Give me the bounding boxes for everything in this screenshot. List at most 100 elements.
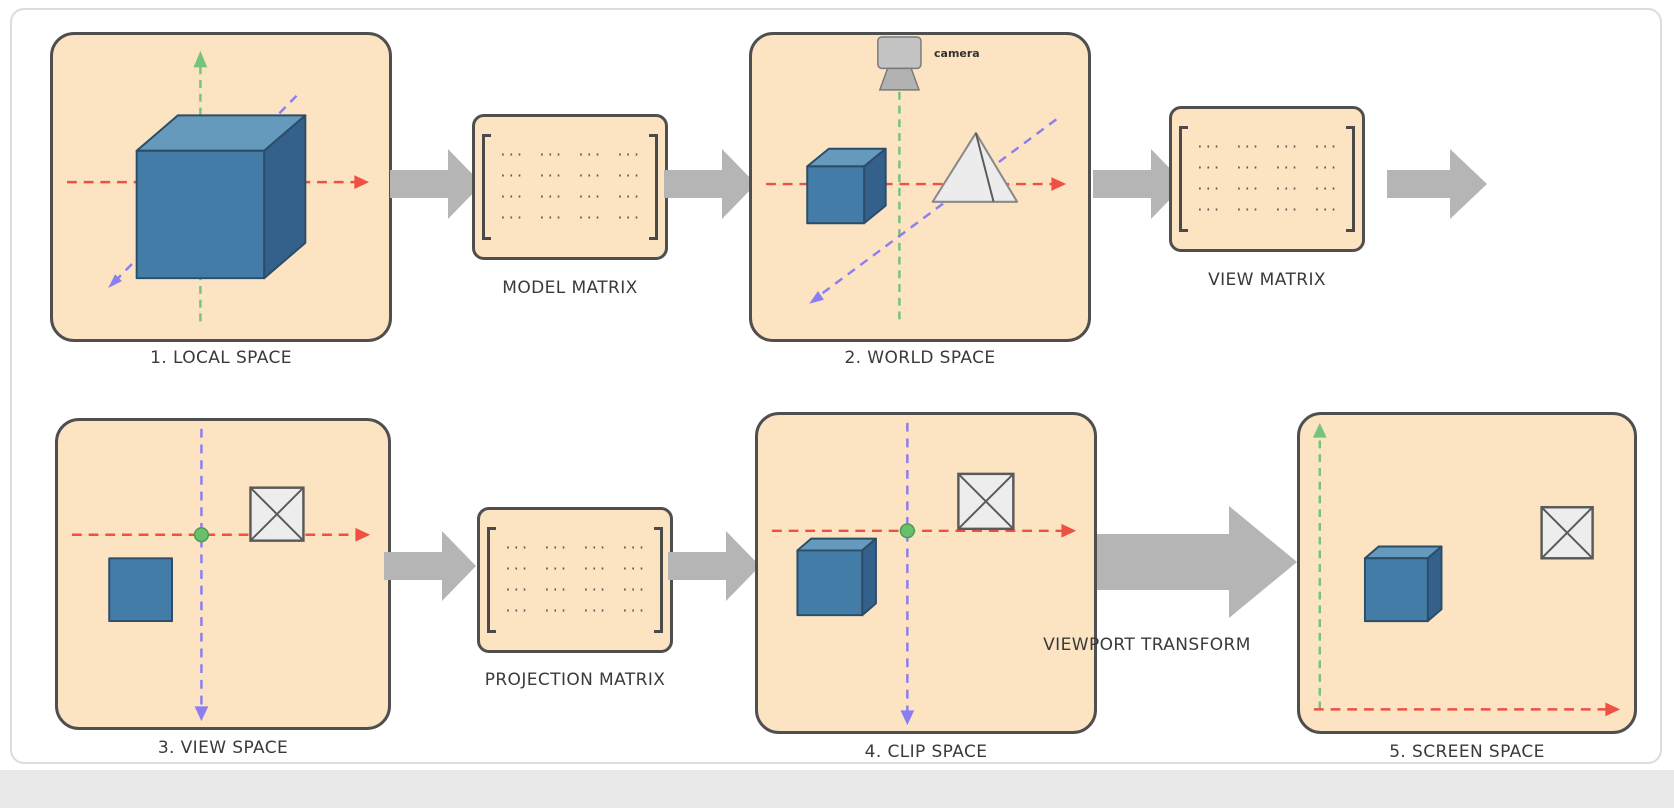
- matrix-cell: ···: [504, 604, 530, 619]
- flow-arrow-2: [664, 146, 756, 222]
- matrix-cell: ···: [1312, 182, 1338, 197]
- label-projection-matrix: PROJECTION MATRIX: [484, 670, 666, 690]
- matrix-cell: ···: [504, 583, 530, 598]
- origin-dot: [899, 523, 915, 539]
- label-model-matrix: MODEL MATRIX: [502, 278, 638, 298]
- y-axis-purple: [194, 428, 209, 722]
- bottom-gutter: [0, 770, 1674, 808]
- matrix-cell: ···: [1312, 203, 1338, 218]
- matrix-cell: ···: [543, 541, 568, 556]
- camera-icon: [877, 36, 922, 91]
- small-cube-icon: [806, 147, 887, 225]
- crossed-box-icon: [249, 486, 305, 542]
- matrix-cell: ···: [615, 190, 641, 205]
- panel-clip-space: [755, 412, 1097, 734]
- matrix-cell: ···: [620, 541, 646, 556]
- matrix-cell: ···: [1274, 140, 1299, 155]
- matrix-cell: ···: [504, 541, 530, 556]
- matrix-cell: ···: [1235, 203, 1260, 218]
- blue-cube-icon: [796, 537, 877, 617]
- y-axis-purple: [900, 422, 915, 726]
- matrix-cell: ···: [577, 169, 602, 184]
- matrix-cell: ···: [620, 604, 646, 619]
- matrix-cell: ···: [1235, 182, 1260, 197]
- camera-label: camera: [934, 47, 980, 60]
- matrix-cell: ···: [543, 604, 568, 619]
- matrix-cell: ···: [538, 190, 563, 205]
- label-local-space: 1. LOCAL SPACE: [150, 348, 292, 368]
- matrix-cell: ···: [615, 148, 641, 163]
- matrix-cell: ···: [1235, 161, 1260, 176]
- panel-world-space: camera: [749, 32, 1091, 342]
- matrix-left-bracket: [487, 527, 497, 633]
- flow-arrow-icon: [668, 531, 760, 601]
- matrix-grid: ········································…: [499, 148, 641, 226]
- matrix-cell: ···: [577, 211, 602, 226]
- matrix-right-bracket: [653, 527, 663, 633]
- matrix-cell: ···: [620, 583, 646, 598]
- matrix-box-projection: ··· ··· ··· ··· ··· ··· ··· ··· ··· ··· ··· ··· ··· ·…: [477, 507, 673, 653]
- x-axis-red: [67, 175, 370, 189]
- panel-screen-space: [1297, 412, 1637, 734]
- matrix-cell: ···: [1274, 182, 1299, 197]
- matrix-cell: ···: [1196, 203, 1222, 218]
- big-arrow-icon: [1097, 506, 1297, 618]
- crossed-box-icon: [1540, 506, 1594, 560]
- matrix-cell: ···: [582, 562, 607, 577]
- blue-cube-icon: [1363, 545, 1443, 623]
- z-axis-purple: [809, 118, 1058, 304]
- matrix-left-bracket: [1179, 126, 1189, 232]
- origin-dot: [193, 527, 210, 543]
- matrix-cell: ···: [582, 583, 607, 598]
- clip-space-art: [771, 422, 1077, 726]
- matrix-cell: ···: [1196, 140, 1222, 155]
- crossed-box-icon: [957, 472, 1015, 531]
- matrix-cell: ···: [499, 148, 525, 163]
- label-clip-space: 4. CLIP SPACE: [864, 742, 988, 762]
- matrix-cell: ···: [615, 211, 641, 226]
- matrix-cell: ···: [577, 148, 602, 163]
- label-view-space: 3. VIEW SPACE: [157, 738, 289, 758]
- flow-arrow-1: [390, 146, 482, 222]
- matrix-cell: ···: [615, 169, 641, 184]
- world-space-art: [766, 36, 1067, 320]
- flow-arrow-icon: [1387, 149, 1487, 219]
- matrix-cell: ···: [582, 604, 607, 619]
- panel-local-space: [50, 32, 392, 342]
- flow-arrow-6: [668, 528, 760, 604]
- label-viewport-transform: VIEWPORT TRANSFORM: [1043, 635, 1251, 655]
- matrix-grid: ··· ··· ··· ··· ··· ··· ··· ··· ··· ··· ··· ··· ··· ·…: [1196, 140, 1338, 218]
- flow-arrow-icon: [1093, 149, 1185, 219]
- matrix-cell: ···: [577, 190, 602, 205]
- matrix-cell: ···: [1312, 140, 1338, 155]
- matrix-cell: ···: [504, 562, 530, 577]
- screen-space-art: [1312, 422, 1621, 717]
- matrix-cell: ···: [1312, 161, 1338, 176]
- label-screen-space: 5. SCREEN SPACE: [1389, 742, 1545, 762]
- x-axis-red: [771, 523, 1077, 538]
- view-space-art: [71, 428, 371, 722]
- flow-arrow-4: [1387, 146, 1487, 222]
- matrix-cell: ···: [1196, 182, 1222, 197]
- blue-square-icon: [108, 557, 173, 623]
- matrix-grid: ··· ··· ··· ··· ··· ··· ··· ··· ··· ··· ··· ··· ··· ·…: [504, 541, 646, 619]
- matrix-cell: ···: [543, 562, 568, 577]
- matrix-cell: ···: [1274, 203, 1299, 218]
- matrix-right-bracket: [648, 134, 658, 240]
- viewport-transform-arrow: [1097, 502, 1297, 622]
- matrix-right-bracket: [1345, 126, 1355, 232]
- matrix-cell: ···: [543, 583, 568, 598]
- matrix-cell: ···: [499, 190, 525, 205]
- matrix-cell: ···: [1196, 161, 1222, 176]
- x-axis-red: [71, 527, 371, 542]
- matrix-cell: ···: [1235, 140, 1260, 155]
- pyramid-icon: [931, 132, 1019, 203]
- label-world-space: 2. WORLD SPACE: [844, 348, 996, 368]
- panel-view-space: [55, 418, 391, 730]
- matrix-box-view: ··· ··· ··· ··· ··· ··· ··· ··· ··· ··· ··· ··· ··· ·…: [1169, 106, 1365, 252]
- matrix-cell: ···: [499, 169, 525, 184]
- flow-arrow-icon: [384, 531, 476, 601]
- flow-arrow-5: [384, 528, 476, 604]
- matrix-cell: ···: [538, 211, 563, 226]
